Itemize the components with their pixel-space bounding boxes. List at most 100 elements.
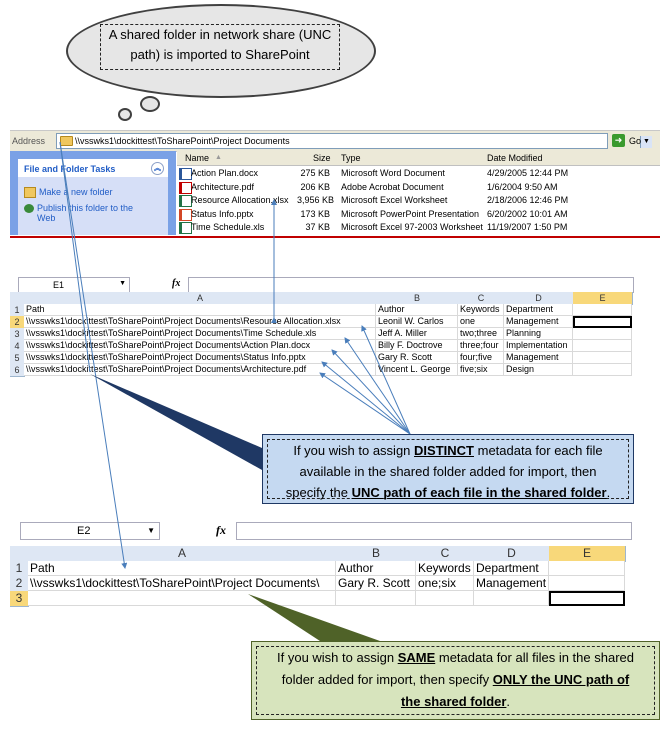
cell-b2[interactable]: Gary R. Scott xyxy=(336,576,416,591)
cell-b6[interactable]: Vincent L. George xyxy=(376,364,458,376)
cell-e1[interactable] xyxy=(549,561,625,576)
cell-d1[interactable]: Department xyxy=(474,561,549,576)
file-type: Microsoft Excel 97-2003 Worksheet xyxy=(341,222,483,232)
file-list: Name ▲ Size Type Date Modified Action Pl… xyxy=(177,151,660,235)
arrow-folder-to-sheet2 xyxy=(59,141,128,569)
fx-icon[interactable]: fx xyxy=(216,523,226,537)
cell-b1[interactable]: Author xyxy=(336,561,416,576)
collapse-chevron-icon[interactable]: ︽ xyxy=(151,162,164,175)
column-size[interactable]: Size xyxy=(313,153,331,163)
cell-e3[interactable] xyxy=(549,591,625,606)
callout-distinct-keyword: DISTINCT xyxy=(414,443,474,458)
cell-a3[interactable]: \\vsswks1\dockittest\ToSharePoint\Projec… xyxy=(24,328,376,340)
column-name[interactable]: Name xyxy=(185,153,210,163)
cell-d1[interactable]: Department xyxy=(504,304,573,316)
cell-b3[interactable] xyxy=(336,591,416,606)
cell-d3[interactable] xyxy=(474,591,549,606)
callout-same-keyword: SAME xyxy=(397,650,436,665)
cell-a1[interactable]: Path xyxy=(28,561,336,576)
cell-c6[interactable]: five;six xyxy=(458,364,504,376)
cell-d2[interactable]: Management xyxy=(474,576,549,591)
callout-same-text-4: . xyxy=(506,694,511,709)
globe-icon xyxy=(24,204,34,214)
cell-d5[interactable]: Management xyxy=(504,352,573,364)
cell-e4[interactable] xyxy=(573,340,632,352)
cell-c2[interactable]: one;six xyxy=(416,576,474,591)
go-button[interactable]: Go xyxy=(629,136,642,146)
cell-a6[interactable]: \\vsswks1\dockittest\ToSharePoint\Projec… xyxy=(24,364,376,376)
column-type[interactable]: Type xyxy=(341,153,361,163)
cell-d2[interactable]: Management xyxy=(504,316,573,328)
file-type: Microsoft PowerPoint Presentation xyxy=(341,208,480,219)
cell-a4[interactable]: \\vsswks1\dockittest\ToSharePoint\Projec… xyxy=(24,340,376,352)
tasks-title: File and Folder Tasks xyxy=(24,164,116,174)
window-separator xyxy=(10,236,660,238)
arrow-folder-to-sheet1 xyxy=(59,141,91,373)
address-input[interactable]: \\vsswks1\dockittest\ToSharePoint\Projec… xyxy=(56,133,652,149)
address-dropdown-chevron-icon[interactable]: ▼ xyxy=(640,136,652,148)
publish-folder-label-web: Web xyxy=(37,213,56,224)
cell-d4[interactable]: Implementation xyxy=(504,340,573,352)
cell-e2[interactable] xyxy=(573,316,632,328)
name-box[interactable]: E2 ▼ xyxy=(20,522,160,540)
callout-distinct-text-5: . xyxy=(606,485,611,500)
cell-b4[interactable]: Billy F. Doctrove xyxy=(376,340,458,352)
name-box-chevron-icon[interactable]: ▼ xyxy=(147,526,155,535)
tasks-header[interactable]: File and Folder Tasks ︽ xyxy=(18,159,168,177)
file-date: 4/29/2005 12:44 PM xyxy=(487,168,569,178)
callout-same-metadata: If you wish to assign SAME metadata for … xyxy=(251,641,660,720)
cell-c3[interactable] xyxy=(416,591,474,606)
file-date: 1/6/2004 9:50 AM xyxy=(487,181,558,192)
file-folder-tasks-panel: File and Folder Tasks ︽ Make a new folde… xyxy=(18,159,168,235)
make-new-folder-link[interactable]: Make a new folder xyxy=(24,187,113,199)
go-arrow-icon[interactable]: ➜ xyxy=(612,134,625,147)
cell-a2[interactable]: \\vsswks1\dockittest\ToSharePoint\Projec… xyxy=(28,576,336,591)
cell-b1[interactable]: Author xyxy=(376,304,458,316)
cell-e2[interactable] xyxy=(549,576,625,591)
cell-d6[interactable]: Design xyxy=(504,364,573,376)
word-icon xyxy=(179,168,192,180)
publish-folder-link[interactable]: Publish this folder to the Web xyxy=(24,203,133,223)
file-name: Architecture.pdf xyxy=(191,181,255,192)
cell-a3[interactable] xyxy=(28,591,336,606)
cell-a1[interactable]: Path xyxy=(24,304,376,316)
cell-e1[interactable] xyxy=(573,304,632,316)
file-name: Time Schedule.xls xyxy=(191,222,265,232)
column-date-modified[interactable]: Date Modified xyxy=(487,153,543,163)
cell-b2[interactable]: Leonil W. Carlos xyxy=(376,316,458,328)
sort-ascending-icon: ▲ xyxy=(215,154,222,161)
cell-e5[interactable] xyxy=(573,352,632,364)
cell-e3[interactable] xyxy=(573,328,632,340)
file-size: 173 KB xyxy=(300,208,330,219)
new-folder-icon xyxy=(24,187,36,199)
cell-a5[interactable]: \\vsswks1\dockittest\ToSharePoint\Projec… xyxy=(24,352,376,364)
cell-c5[interactable]: four;five xyxy=(458,352,504,364)
cell-c1[interactable]: Keywords xyxy=(416,561,474,576)
cell-b3[interactable]: Jeff A. Miller xyxy=(376,328,458,340)
cell-b5[interactable]: Gary R. Scott xyxy=(376,352,458,364)
callout-same-keyword-3: the shared folder xyxy=(400,694,507,709)
cell-c3[interactable]: two;three xyxy=(458,328,504,340)
name-box-value: E1 xyxy=(53,280,65,290)
cell-c2[interactable]: one xyxy=(458,316,504,328)
make-new-folder-label: Make a new folder xyxy=(39,187,113,197)
cell-a2[interactable]: \\vsswks1\dockittest\ToSharePoint\Projec… xyxy=(24,316,376,328)
file-date: 11/19/2007 1:50 PM xyxy=(487,222,568,232)
file-size: 3,956 KB xyxy=(297,195,335,205)
callout-distinct-keyword-2: UNC path of each file in the shared fold… xyxy=(351,485,607,500)
cell-c1[interactable]: Keywords xyxy=(458,304,504,316)
cell-d3[interactable]: Planning xyxy=(504,328,573,340)
file-date: 6/20/2002 10:01 AM xyxy=(487,208,568,219)
formula-bar[interactable] xyxy=(236,522,632,540)
fx-icon[interactable]: fx xyxy=(172,278,181,289)
cell-c4[interactable]: three;four xyxy=(458,340,504,352)
name-box-chevron-icon[interactable]: ▼ xyxy=(119,280,126,287)
cell-e6[interactable] xyxy=(573,364,632,376)
